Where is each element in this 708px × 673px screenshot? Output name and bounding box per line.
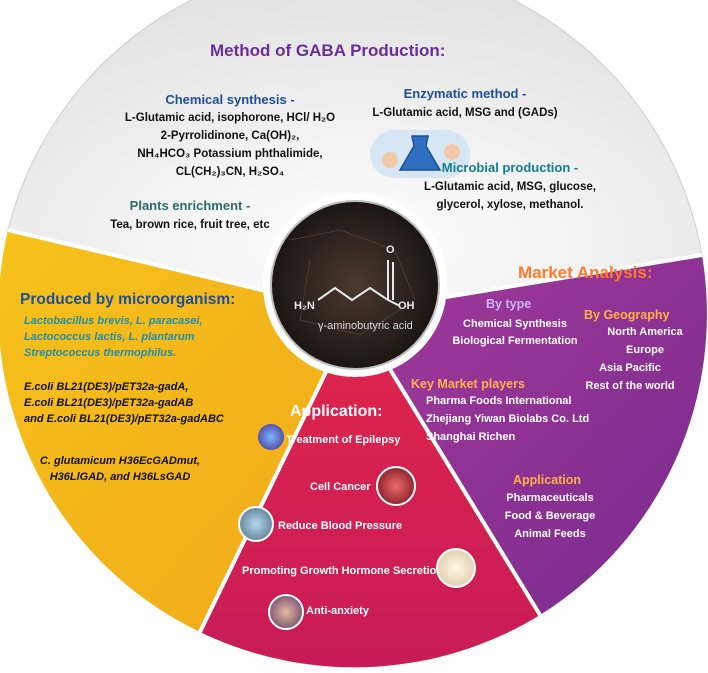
microbial-production-heading: Microbial production - xyxy=(441,160,579,175)
geography-item-2: Europe xyxy=(626,344,664,356)
gaba-name-label: γ-aminobutyric acid xyxy=(318,320,413,332)
key-player-3: Shanghai Richen xyxy=(426,431,516,443)
key-player-1: Pharma Foods International xyxy=(426,395,572,407)
chemical-line-1: L-Glutamic acid, isophorone, HCl/ H₂O xyxy=(124,112,336,124)
cancer-cell-icon xyxy=(376,466,416,506)
market-application-item-3: Animal Feeds xyxy=(514,528,586,540)
chemical-line-4: CL(CH₂)₃CN, H₂SO₄ xyxy=(175,166,285,178)
plants-line-1: Tea, brown rice, fruit tree, etc xyxy=(110,219,270,231)
micro-group1-line-3: Streptococcus thermophilus. xyxy=(24,347,177,359)
growth-hormone-icon xyxy=(436,548,476,588)
by-geography-heading: By Geography xyxy=(584,308,670,322)
plants-enrichment-heading: Plants enrichment - xyxy=(129,198,251,213)
application-title: Application: xyxy=(290,403,383,420)
anxiety-person-icon xyxy=(268,594,304,630)
application-item-anti-anxiety: Anti-anxiety xyxy=(306,605,369,617)
micro-group2-line-1: E.coli BL21(DE3)/pET32a-gadA, xyxy=(24,381,189,393)
application-item-blood-pressure: Reduce Blood Pressure xyxy=(278,520,403,532)
gaba-molecule xyxy=(317,260,401,307)
enzymatic-heading: Enzymatic method - xyxy=(403,86,527,101)
chemical-synthesis-heading: Chemical synthesis - xyxy=(165,92,295,107)
center-disc xyxy=(270,200,440,370)
micro-group1-line-1: Lactobacillus brevis, L. paracasei, xyxy=(24,315,203,327)
application-item-growth-hormone: Promoting Growth Hormone Secretion xyxy=(242,565,444,577)
by-type-item-2: Biological Fermentation xyxy=(452,335,578,347)
molecule-nh2-label: H₂N xyxy=(294,300,315,312)
market-application-heading: Application xyxy=(513,473,582,487)
key-player-2: Zhejiang Yiwan Biolabs Co. Ltd xyxy=(426,413,590,425)
micro-group3-line-2: H36LlGAD, and H36LsGAD xyxy=(49,471,191,483)
by-type-item-1: Chemical Synthesis xyxy=(463,318,567,330)
chemical-line-3: NH₄HCO₃ Potassium phthalimide, xyxy=(137,148,323,160)
market-title: Market Analysis: xyxy=(518,263,653,282)
microbial-line-2: glycerol, xylose, methanol. xyxy=(436,199,584,211)
brain-icon xyxy=(258,424,284,450)
geography-item-3: Asia Pacific xyxy=(599,362,661,374)
lab-flask-icon xyxy=(370,130,470,178)
microorganism-segment xyxy=(0,230,355,632)
enzymatic-line-1: L-Glutamic acid, MSG and (GADs) xyxy=(372,107,558,119)
market-application-item-1: Pharmaceuticals xyxy=(506,492,594,504)
by-type-heading: By type xyxy=(486,297,532,311)
molecule-o-label: O xyxy=(386,244,395,256)
micro-group2-line-3: and E.coli BL21(DE3)/pET32a-gadABC xyxy=(24,413,224,425)
microorganism-title: Produced by microorganism: xyxy=(20,291,236,308)
method-title: Method of GABA Production: xyxy=(210,41,446,60)
application-item-epilepsy: Treatment of Epilepsy xyxy=(286,434,401,446)
blood-pressure-icon xyxy=(238,506,274,542)
network-texture xyxy=(289,229,416,336)
key-market-players-heading: Key Market players xyxy=(411,377,525,391)
market-application-item-2: Food & Beverage xyxy=(504,510,596,522)
market-segment xyxy=(355,255,707,615)
micro-group3-line-1: C. glutamicum H36EcGADmut, xyxy=(39,455,201,467)
geography-item-1: North America xyxy=(607,326,683,338)
method-segment xyxy=(7,0,703,313)
application-item-cell-cancer: Cell Cancer xyxy=(310,481,371,493)
chemical-line-2: 2-Pyrrolidinone, Ca(OH)₂, xyxy=(160,130,300,142)
micro-group1-line-2: Lactococcus lactis, L. plantarum xyxy=(24,331,195,343)
microbial-line-1: L-Glutamic acid, MSG, glucose, xyxy=(424,181,596,193)
geography-item-4: Rest of the world xyxy=(585,380,675,392)
micro-group2-line-2: E.coli BL21(DE3)/pET32a-gadAB xyxy=(24,397,194,409)
molecule-oh-label: OH xyxy=(398,300,415,312)
